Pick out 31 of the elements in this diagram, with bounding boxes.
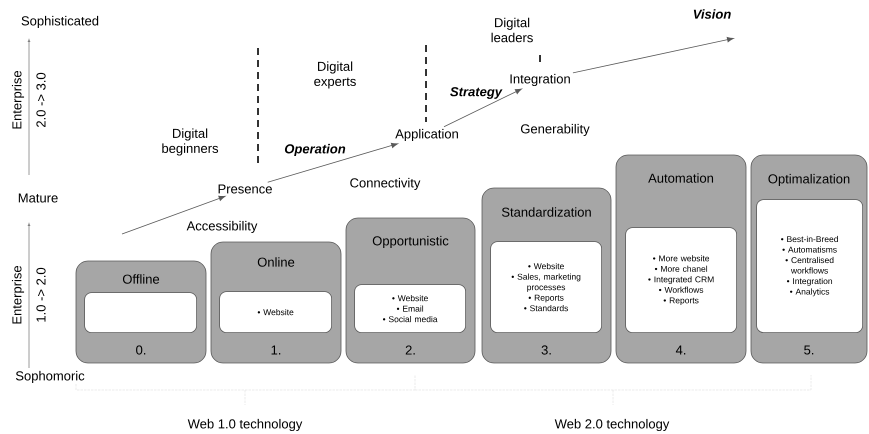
- item-list-box: • Best-in-Breed • Automatisms • Centralised workflows • Integration • Analytics: [756, 199, 863, 333]
- stage-label: Application: [395, 128, 458, 142]
- text-label: Strategy: [450, 87, 503, 99]
- text-label: 2.0 -> 3.0: [36, 72, 46, 127]
- text-label: Web 2.0 technology: [554, 418, 670, 432]
- item-list-box: • Website • Sales, marketing processes • Reports • Standards: [490, 241, 602, 333]
- text-label: Enterprise: [12, 266, 24, 324]
- text-label: Digital leaders: [492, 18, 533, 42]
- text-label: Sophomoric: [16, 370, 84, 384]
- item-list-box: • Website: [219, 291, 332, 333]
- arrow: [444, 88, 522, 128]
- text-label: Generability: [520, 124, 590, 136]
- text-label: Operation: [284, 144, 346, 156]
- stage-label: Integration: [510, 74, 570, 86]
- arrow: [122, 196, 226, 234]
- stage-label: Presence: [218, 184, 272, 194]
- text-label: Digital experts: [314, 61, 356, 89]
- item-list-box: • More website • More chanel • Integrated CRM • Workflows • Reports: [625, 227, 737, 333]
- text-label: Sophisticated: [22, 16, 98, 28]
- text-label: Web 1.0 technology: [188, 418, 302, 432]
- text-label: Accessibility: [186, 220, 258, 234]
- arrow: [267, 142, 398, 183]
- item-list-box: [84, 292, 197, 333]
- text-label: Mature: [18, 193, 58, 203]
- text-label: Connectivity: [350, 178, 420, 190]
- text-label: Enterprise: [12, 70, 24, 129]
- text-label: Digital beginners: [162, 128, 218, 156]
- text-label: Vision: [694, 9, 731, 19]
- arrow: [572, 36, 734, 74]
- item-list-box: • Website • Email • Social media: [354, 284, 466, 333]
- text-label: 1.0 -> 2.0: [36, 268, 46, 322]
